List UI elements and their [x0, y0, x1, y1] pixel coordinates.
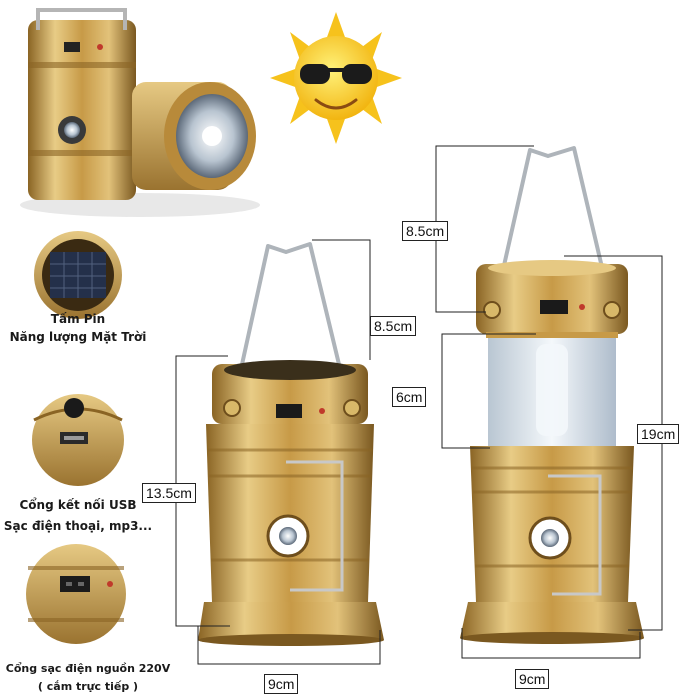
usb-caption-line1: Cổng kết nối USB	[19, 498, 137, 512]
dim-label-left-body: 13.5cm	[142, 483, 196, 503]
ac-port-thumbnail	[26, 544, 126, 644]
solar-panel-thumbnail	[34, 231, 122, 319]
sun-with-sunglasses-icon	[270, 12, 402, 144]
dim-label-left-width: 9cm	[264, 674, 299, 694]
dim-label-right-total: 19cm	[637, 424, 680, 444]
dim-label-right-width: 9cm	[515, 669, 550, 689]
dim-label-left-handle: 8.5cm	[370, 316, 417, 336]
solar-caption-line1: Tấm Pin	[50, 312, 106, 326]
dim-label-right-handle: 8.5cm	[402, 221, 449, 241]
lantern-extended	[460, 146, 644, 644]
solar-caption-line2: Năng lượng Mặt Trời	[9, 330, 147, 344]
dim-label-right-light: 6cm	[392, 387, 427, 407]
lantern-collapsed	[198, 242, 384, 646]
top-product-photo	[20, 8, 260, 217]
ac-caption-line1: Cổng sạc điện nguồn 220V	[5, 662, 171, 675]
ac-caption-line2: ( cắm trực tiếp )	[37, 680, 139, 693]
usb-port-thumbnail	[32, 394, 124, 486]
blank-white-panel	[522, 10, 694, 114]
usb-caption-line2: Sạc điện thoại, mp3...	[3, 519, 153, 533]
